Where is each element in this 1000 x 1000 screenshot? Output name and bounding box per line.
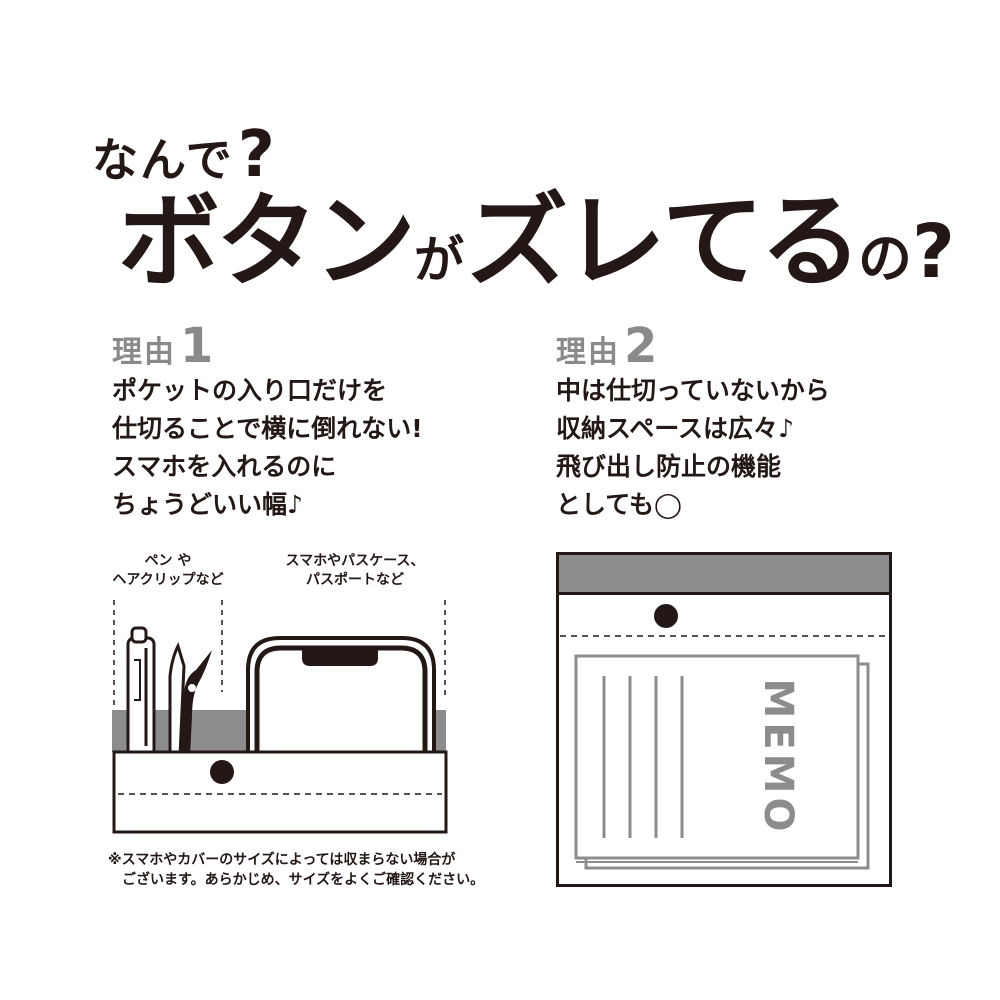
headline-button-word: ボタン [118, 183, 416, 302]
reason2-number: 2 [624, 318, 658, 374]
pouch-illustration: MEMO [556, 552, 892, 887]
pocket-illustration [112, 600, 448, 834]
reason1-heading: 理由1 [112, 318, 213, 374]
memo-label: MEMO [755, 679, 801, 836]
reason1-number: 1 [180, 318, 214, 374]
pocket-front [112, 750, 448, 834]
reason2-heading: 理由2 [556, 318, 657, 374]
reason1-text: ポケットの入り口だけを 仕切ることで横に倒れない! スマホを入れるのに ちょうど… [112, 376, 423, 519]
snap-button [654, 604, 678, 628]
headline-line1: なんで? [92, 118, 277, 192]
callout-pen: ペン や ヘアクリップなど [112, 553, 224, 588]
reason2-label: 理由 [556, 335, 620, 370]
pouch-top-band [556, 552, 892, 595]
headline-line1-text: なんで [92, 133, 234, 187]
headline-particle-ga: が [414, 231, 464, 289]
hair-clip-icon [168, 641, 212, 758]
callout-phone: スマホやパスケース、 パスポートなど [285, 553, 425, 588]
size-note: ※スマホやカバーのサイズによっては収まらない場合が ございます。あらかじめ、サイ… [108, 852, 485, 888]
snap-button [210, 760, 234, 784]
memo-pad-icon [574, 654, 870, 870]
headline-line2: ボタンがズレてるの? [118, 192, 955, 294]
reason1-label: 理由 [112, 335, 176, 370]
headline-line1-question: ? [237, 118, 277, 192]
reason2-text: 中は仕切っていないから 収納スペースは広々♪ 飛び出し防止の機能 としても◯ [556, 376, 830, 519]
pen-icon [126, 626, 156, 758]
headline-line2-question: ? [912, 209, 955, 295]
headline-shifted-word: ズレてる [466, 183, 862, 302]
headline-particle-no: の [858, 227, 912, 290]
smartphone-icon [246, 636, 436, 759]
guide-lines [113, 600, 446, 710]
